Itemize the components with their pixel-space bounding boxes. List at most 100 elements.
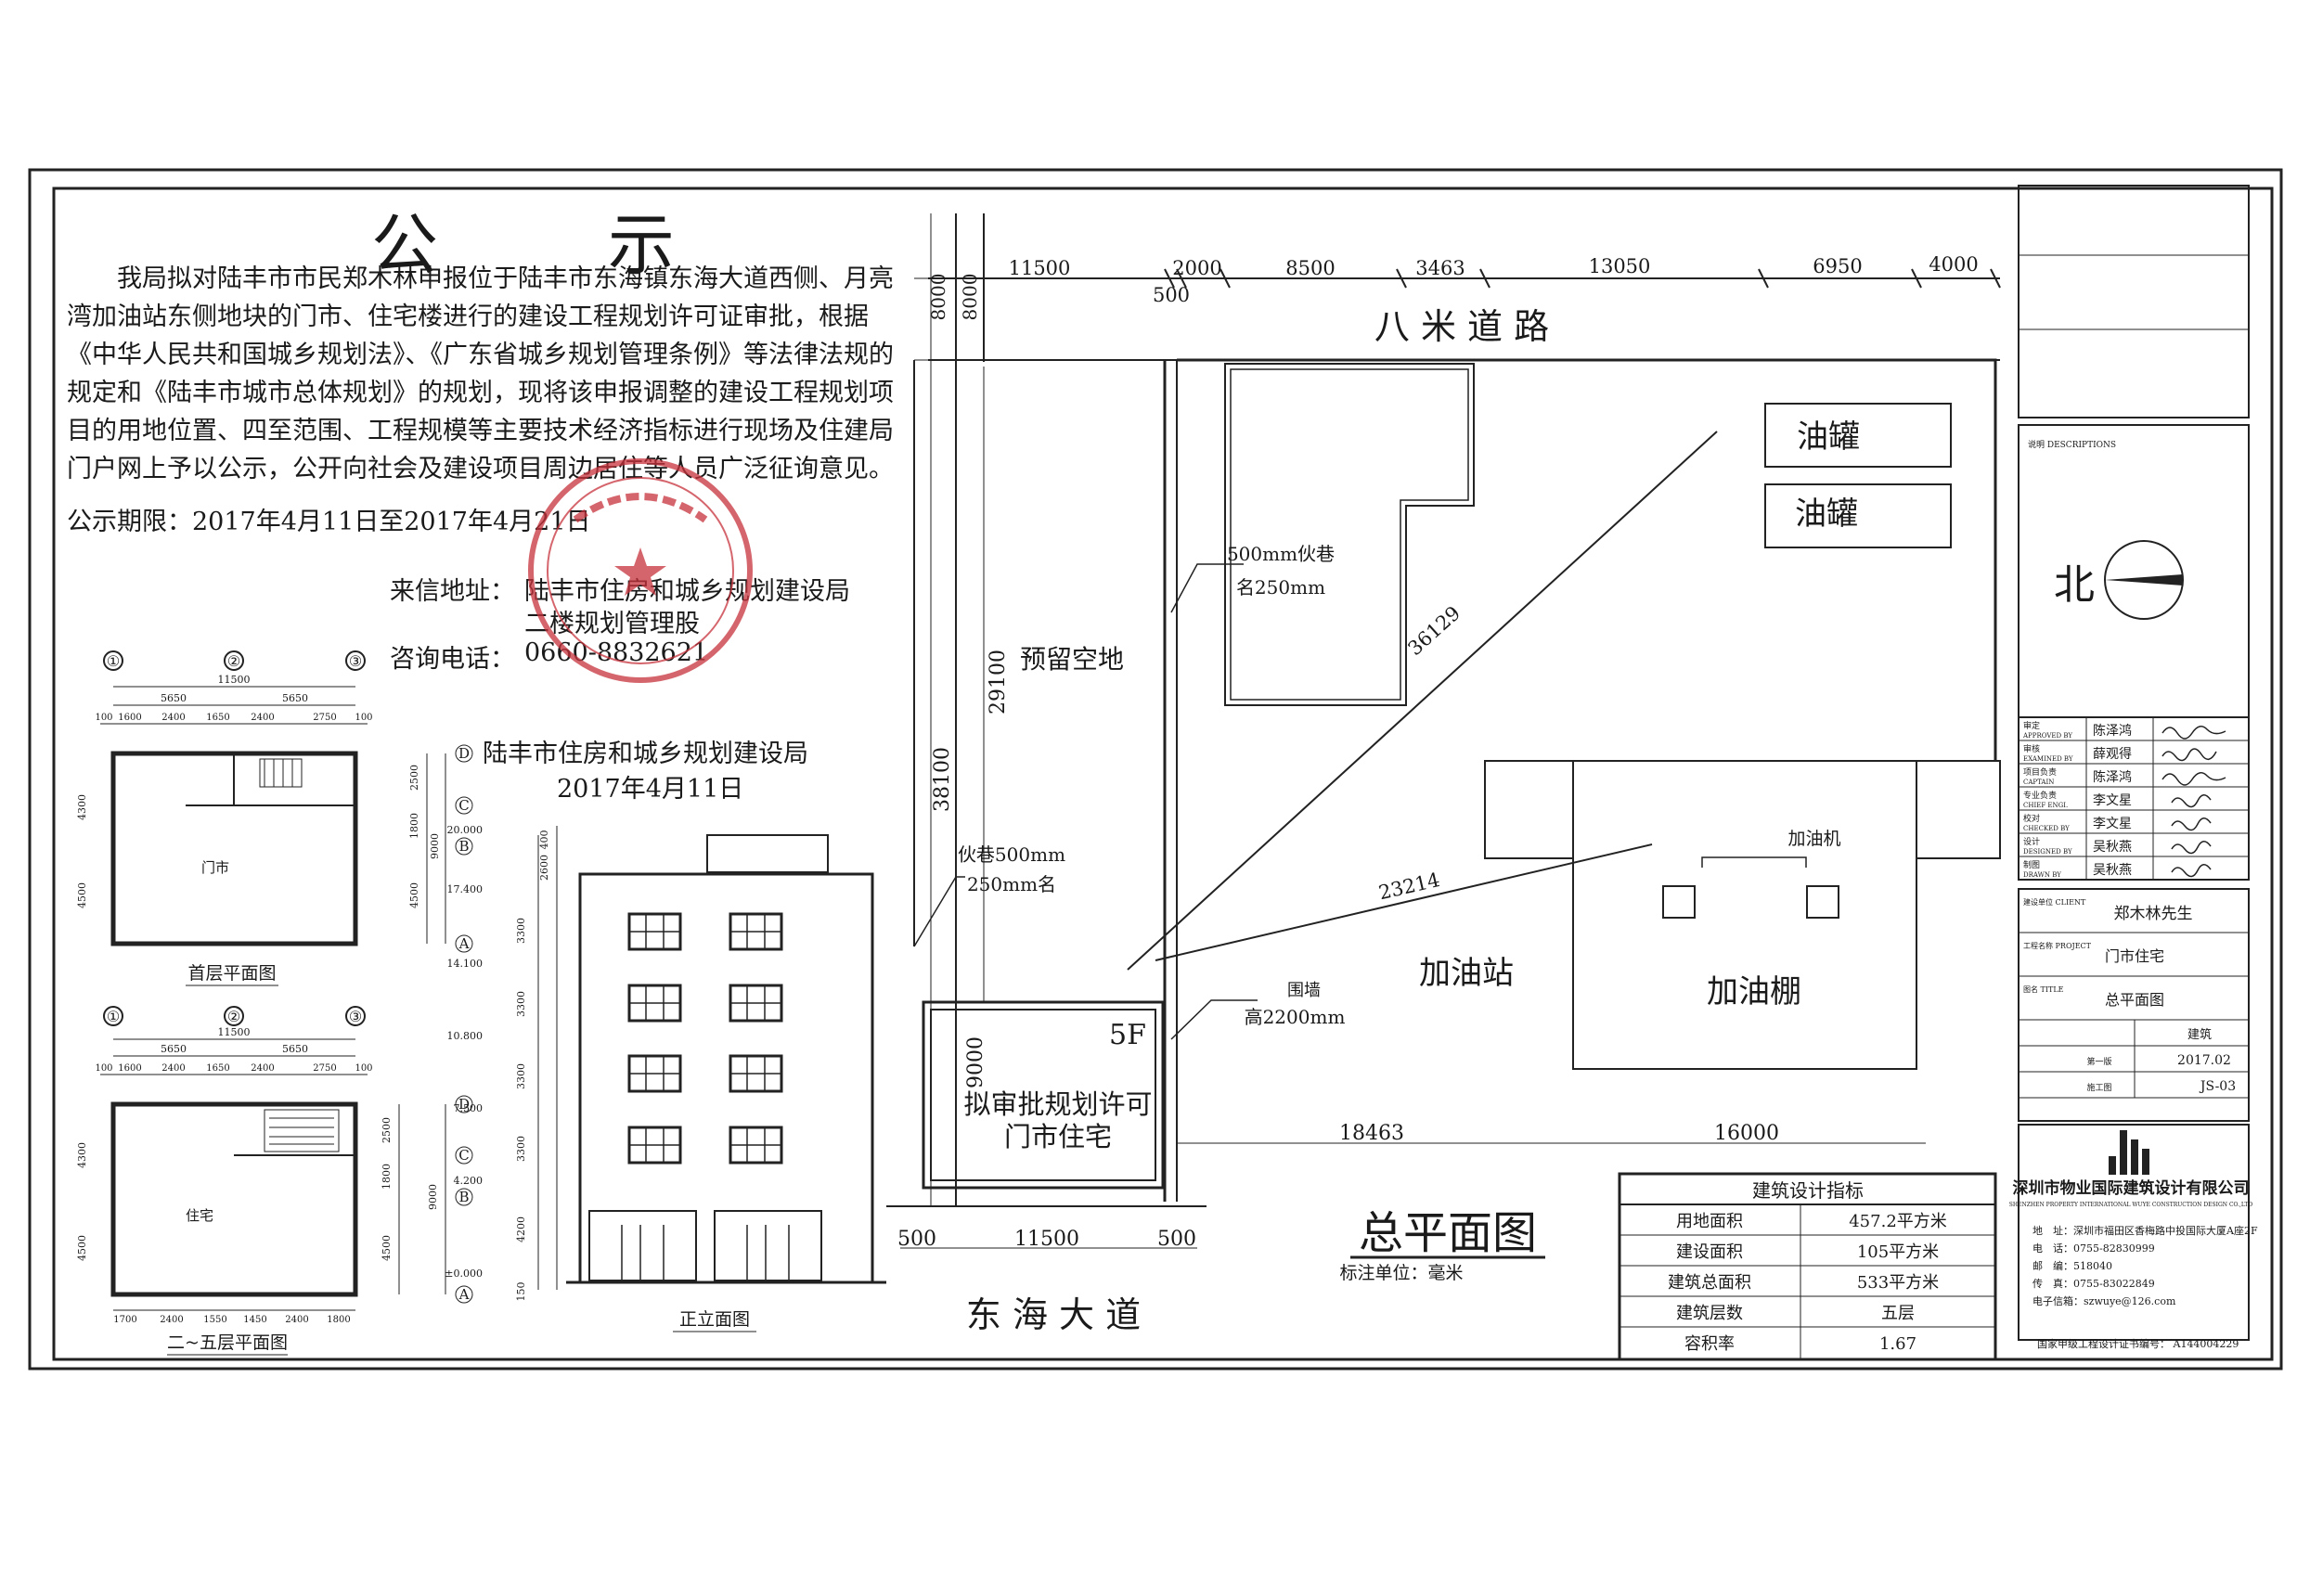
issuer-name: 陆丰市住房和城乡规划建设局 (483, 740, 808, 768)
issuer-date: 2017年4月11日 (557, 775, 744, 804)
sign-person: 吴秋燕 (2093, 863, 2132, 878)
dim-label: 4000 (1929, 253, 1978, 276)
sign-role-en: APPROVED BY (2022, 732, 2072, 740)
indicator-value: 457.2平方米 (1849, 1212, 1947, 1231)
dim-label: 2500 (408, 765, 420, 791)
dim-label: 150 (515, 1282, 527, 1302)
dim-label: 1550 (203, 1315, 226, 1325)
dim-label: 1800 (381, 1164, 393, 1190)
sign-role-en: DRAWN BY (2023, 871, 2061, 879)
project-label: 工程名称 PROJECT (2023, 941, 2092, 950)
room-label-shop: 门市 (201, 859, 229, 876)
grid-bubble-3 (345, 650, 366, 671)
sign-role: 设计 (2023, 836, 2040, 847)
elevation-title: 正立面图 (679, 1309, 750, 1330)
reserved-land-label: 预留空地 (1020, 644, 1124, 675)
grid-label: ③ (349, 1008, 362, 1025)
grid-label: ② (227, 652, 240, 670)
dim-label: 1600 (118, 713, 141, 723)
edition-value: 第一版 (2086, 1056, 2111, 1067)
gas-station-label: 加油站 (1419, 955, 1514, 992)
oil-tank-2 (1764, 483, 1952, 548)
company-tel: 电 话：0755-82830999 (2032, 1242, 2155, 1255)
fuel-pump-1 (1662, 885, 1696, 919)
sign-person: 陈泽鸿 (2093, 769, 2132, 785)
sign-role-en: CHIEF ENGI. (2023, 802, 2068, 809)
level-label: 17.400 (447, 883, 484, 895)
dim-label: 8500 (1285, 257, 1335, 279)
dim-label: 1650 (206, 1063, 229, 1074)
dim-label: 38100 (931, 747, 954, 812)
sign-role: 审核 (2023, 743, 2040, 754)
site-plan: 8000 8000 11500 2000 500 8500 3463 13050… (886, 213, 2184, 1335)
dim-label: 5650 (282, 1043, 308, 1055)
dim-label: 23214 (1376, 869, 1441, 904)
sign-role: 审定 (2023, 720, 2040, 731)
ditch-label-b2: 250mm名 (967, 873, 1056, 895)
ditch-label-b: 伙巷500mm (958, 843, 1065, 866)
discipline-value: 建筑 (2187, 1027, 2212, 1042)
dim-label: 9000 (429, 833, 441, 859)
indicator-name: 容积率 (1684, 1334, 1735, 1354)
wall-label: 围墙 (1287, 981, 1321, 1000)
company-email: 电子信箱：szwuye@126.com (2032, 1294, 2176, 1307)
dim-label: 1600 (118, 1063, 141, 1074)
sign-person: 薛观得 (2093, 746, 2132, 762)
room-label-residence: 住宅 (186, 1207, 213, 1224)
dim-label: 2400 (160, 1315, 183, 1325)
ground-floor-plan-title: 首层平面图 (187, 963, 276, 984)
grid-label: D (458, 1096, 470, 1113)
building-floors-label: 5F (1109, 1019, 1146, 1051)
sign-role-en: EXAMINED BY (2023, 755, 2073, 763)
notice-body: 我局拟对陆丰市市民郑木林申报位于陆丰市东海镇东海大道西侧、月亮湾加油站东侧地块的… (67, 264, 894, 483)
dim-label: 5650 (282, 692, 308, 704)
indicators-header: 建筑设计指标 (1752, 1179, 1864, 1202)
dim-label: 3300 (515, 1063, 527, 1089)
dim-label: 100 (95, 713, 112, 723)
indicator-name: 建筑层数 (1676, 1304, 1743, 1323)
grid-bubble-1 (103, 650, 123, 671)
indicator-name: 建设面积 (1676, 1242, 1743, 1262)
notice-period: 公示期限：2017年4月11日至2017年4月21日 (67, 508, 591, 536)
company-fax: 传 真：0755-83022849 (2032, 1277, 2155, 1290)
level-label: 14.100 (447, 958, 484, 970)
dim-label: 500 (897, 1228, 936, 1251)
sign-person: 吴秋燕 (2093, 840, 2132, 855)
drawing-label: 图名 TITLE (2023, 985, 2064, 994)
dim-label: 2400 (285, 1315, 308, 1325)
fuel-pump-label: 加油机 (1787, 829, 1840, 849)
client-label: 建设单位 CLIENT (2023, 897, 2086, 907)
dim-label: 4300 (76, 1142, 88, 1168)
dim-label: 9000 (427, 1184, 439, 1210)
fuel-pump-2 (1806, 885, 1839, 919)
canopy-label: 加油棚 (1707, 973, 1801, 1010)
grid-label: B (458, 1189, 469, 1205)
indicator-value: 105平方米 (1857, 1242, 1939, 1262)
site-plan-title: 总平面图 (1359, 1207, 1537, 1259)
address-line1: 陆丰市住房和城乡规划建设局 (524, 577, 850, 606)
grid-label: D (458, 745, 470, 762)
building-label-line2: 门市住宅 (1004, 1121, 1112, 1152)
dim-label: 29100 (987, 650, 1010, 714)
sign-person: 李文星 (2093, 817, 2132, 831)
indicator-name: 用地面积 (1676, 1212, 1743, 1231)
dim-label: 11500 (1009, 257, 1071, 279)
ground-floor-plan: ① ② ③ 11500 5650 5650 100 1600 2400 1650… (76, 650, 473, 986)
indicators-table: 建筑设计指标 用地面积 457.2平方米 建设面积 105平方米 建筑总面积 5… (1618, 1172, 1997, 1361)
dim-label: 11500 (1014, 1228, 1079, 1251)
dim-label: 9000 (964, 1036, 987, 1088)
level-label: 7.500 (454, 1102, 484, 1114)
sign-person: 李文星 (2093, 793, 2132, 808)
grid-label: ③ (349, 652, 362, 670)
grid-label: A (458, 1286, 470, 1303)
grid-bubble-2 (224, 650, 244, 671)
sign-role-en: CAPTAIN (2023, 779, 2054, 786)
dim-label: 100 (95, 1063, 112, 1074)
sign-role: 制图 (2023, 859, 2040, 870)
dim-label: 1800 (408, 813, 420, 839)
road-south-label: 东 海 大 道 (966, 1294, 1141, 1335)
dim-label: 8000 (959, 274, 981, 321)
drawing-name: 总平面图 (2105, 991, 2164, 1009)
north-label: 北 (2054, 561, 2095, 609)
